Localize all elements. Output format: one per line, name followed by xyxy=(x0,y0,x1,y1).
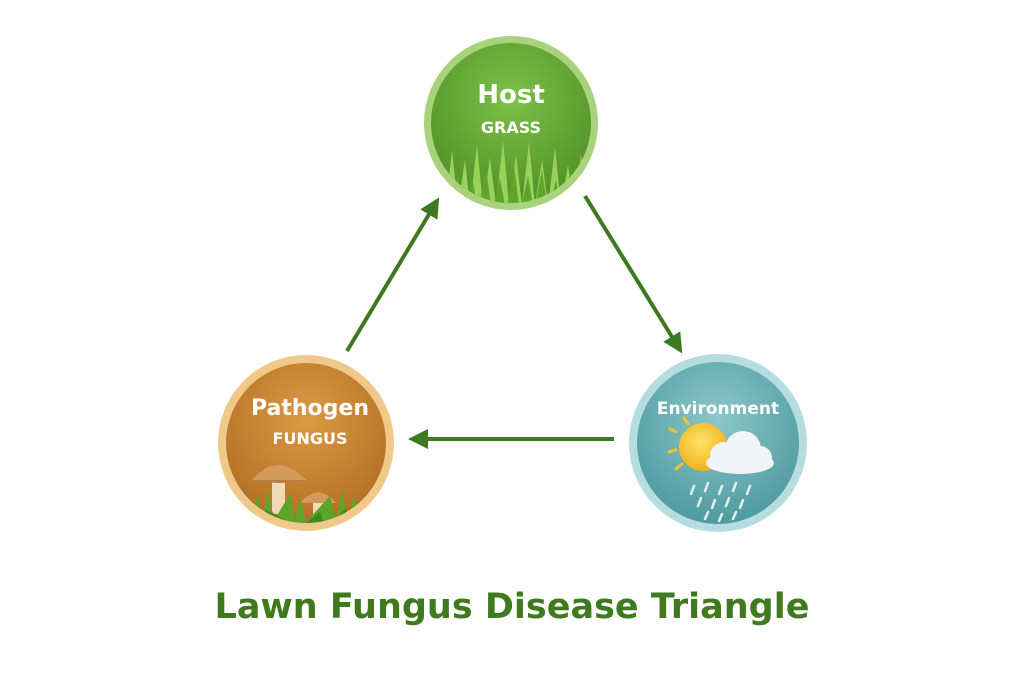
environment-title: Environment xyxy=(657,399,779,419)
node-pathogen: Pathogen FUNGUS xyxy=(218,355,394,531)
host-subtitle: GRASS xyxy=(481,118,541,137)
host-title: Host xyxy=(477,80,545,110)
pathogen-subtitle: FUNGUS xyxy=(273,429,348,448)
edge-host-to-environment xyxy=(583,194,683,354)
pathogen-title: Pathogen xyxy=(251,396,369,421)
diagram-title: Lawn Fungus Disease Triangle xyxy=(214,587,810,627)
node-host: Host GRASS xyxy=(424,36,598,210)
edge-pathogen-to-host xyxy=(345,197,440,353)
weather-icon xyxy=(667,416,774,523)
node-environment: Environment xyxy=(629,354,807,532)
